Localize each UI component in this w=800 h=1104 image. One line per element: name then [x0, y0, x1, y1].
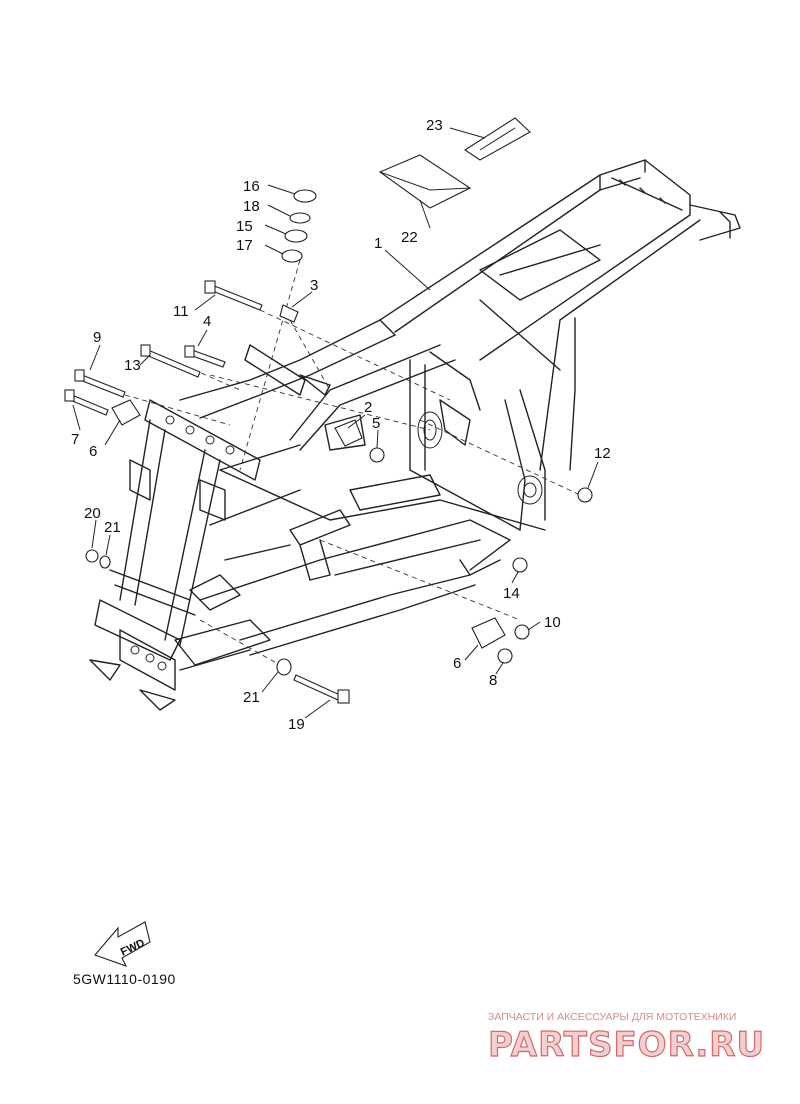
watermark-tagline: ЗАПЧАСТИ И АКСЕССУАРЫ ДЛЯ МОТОТЕХНИКИ: [488, 1011, 736, 1023]
part-3-bolt: [279, 304, 299, 323]
fwd-arrow-icon: [94, 921, 151, 967]
callout-18: 18: [243, 198, 260, 215]
frame-assembly: [89, 159, 741, 711]
watermark-logo: PARTSFOR.RU: [488, 1025, 765, 1065]
callout-10: 10: [544, 614, 561, 631]
part-21-washer-upper: [99, 555, 111, 569]
part-7-bolt: [69, 394, 109, 416]
callout-20: 20: [84, 505, 101, 522]
part-6-plate-rear: [471, 617, 506, 649]
callout-11: 11: [173, 303, 189, 320]
callout-15: 15: [236, 218, 253, 235]
part-14-nut: [512, 557, 528, 573]
forward-arrow: FWD: [94, 921, 151, 967]
part-20-nut: [85, 549, 99, 563]
callout-1: 1: [374, 235, 382, 252]
callout-3: 3: [310, 277, 318, 294]
part-6-plate-front: [111, 399, 141, 426]
callout-5: 5: [372, 415, 380, 432]
assembly-lines: [124, 259, 581, 666]
callout-13: 13: [124, 357, 141, 374]
part-8-nut: [497, 648, 513, 664]
part-5-nut: [369, 447, 385, 463]
part-16-damper: [293, 189, 317, 203]
part-18-collar: [289, 212, 311, 224]
part-12-nut: [577, 487, 593, 503]
callout-21a: 21: [104, 519, 121, 536]
callout-22: 22: [401, 229, 418, 246]
callout-2: 2: [364, 399, 372, 416]
part-4-bolt: [189, 349, 226, 368]
part-2-plate: [334, 419, 363, 447]
part-11-bolt: [209, 284, 263, 311]
callout-9: 9: [93, 329, 101, 346]
part-15-damper: [284, 229, 308, 243]
part-10-nut: [514, 624, 530, 640]
callout-12: 12: [594, 445, 611, 462]
callout-21b: 21: [243, 689, 260, 706]
part-21-washer-lower: [276, 658, 292, 676]
callout-4: 4: [203, 313, 211, 330]
watermark: ЗАПЧАСТИ И АКСЕССУАРЫ ДЛЯ МОТОТЕХНИКИ PA…: [487, 1011, 765, 1066]
callout-14: 14: [503, 585, 520, 602]
drawing-code: 5GW1110-0190: [73, 971, 176, 987]
callout-7: 7: [71, 431, 79, 448]
callouts: 1 2 3 4 5 6 6 7 8 9 10 11 12 13 14 15 16…: [71, 117, 611, 733]
part-17-collar: [281, 249, 303, 263]
leader-lines: [72, 127, 599, 719]
callout-23: 23: [426, 117, 443, 134]
callout-6a: 6: [89, 443, 97, 460]
part-19-bolt: [293, 674, 341, 701]
loose-parts: [64, 117, 593, 704]
part-22-pouch: [378, 154, 472, 209]
callout-17: 17: [236, 237, 253, 254]
callout-6b: 6: [453, 655, 461, 672]
callout-8: 8: [489, 672, 497, 689]
callout-16: 16: [243, 178, 260, 195]
callout-19: 19: [288, 716, 305, 733]
part-9-bolt: [79, 374, 126, 398]
